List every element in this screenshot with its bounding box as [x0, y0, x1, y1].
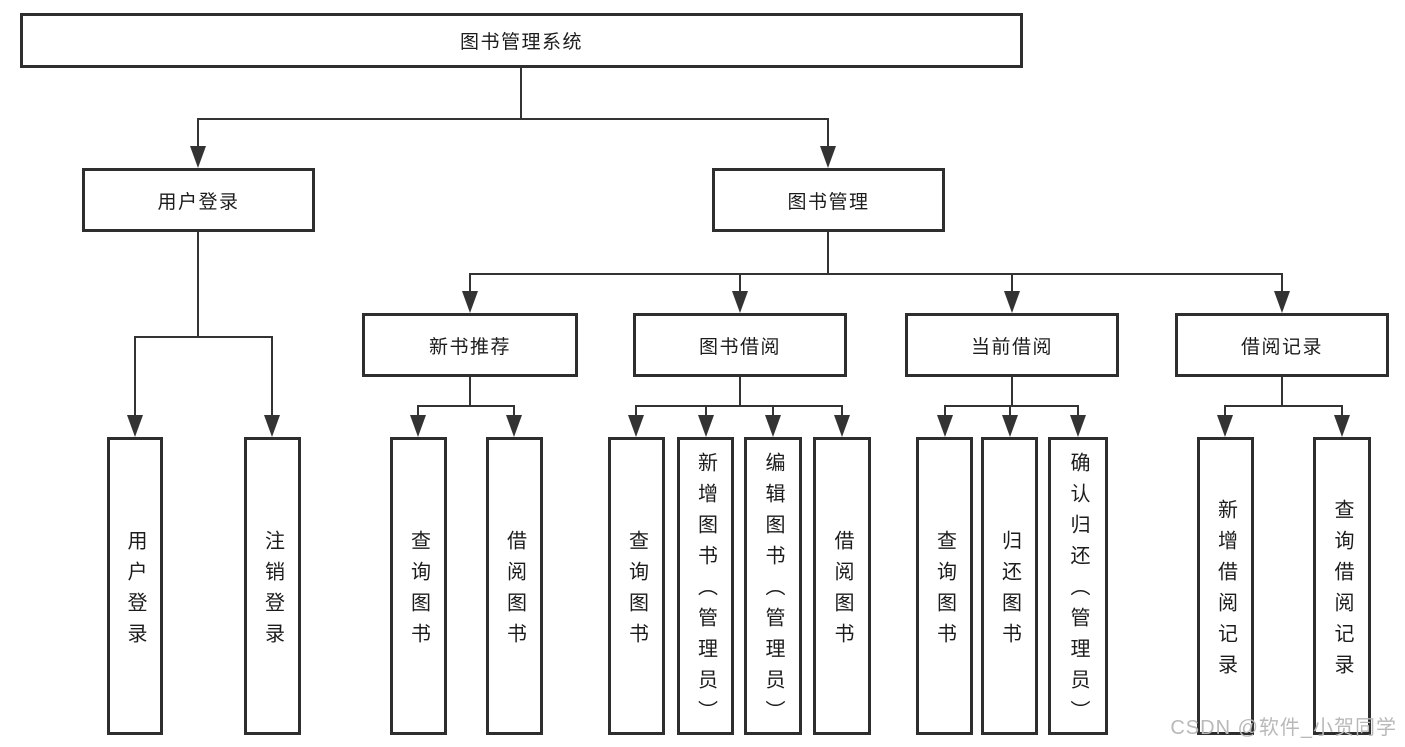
connector-arrowhead [1334, 415, 1350, 437]
node-label-leaf-borrow-book-1: 借阅图书 [503, 529, 526, 654]
node-label-current-borrow: 当前借阅 [970, 336, 1053, 358]
node-label-leaf-return-book: 归还图书 [998, 529, 1021, 654]
connector-stub [1281, 377, 1283, 407]
node-leaf-user-login: 用户登录 [107, 437, 163, 735]
connector-shaft [1009, 405, 1011, 421]
node-label-new-book-rec: 新书推荐 [428, 336, 511, 358]
connector-stub [1011, 377, 1013, 407]
node-label-leaf-confirm-return: 确认归还（管理员） [1067, 452, 1089, 731]
connector-arrowhead [820, 146, 836, 168]
connector-shaft [841, 405, 843, 421]
connector-stub [469, 377, 471, 407]
connector-arrowhead [410, 415, 426, 437]
node-leaf-return-book: 归还图书 [981, 437, 1038, 735]
node-label-book-borrow: 图书借阅 [698, 336, 781, 358]
connector-bar [197, 118, 829, 120]
connector-bar [944, 405, 1079, 407]
connector-shaft [469, 273, 471, 297]
node-label-root: 图书管理系统 [459, 32, 583, 53]
connector-shaft [271, 336, 273, 421]
node-label-borrow-records: 借阅记录 [1240, 336, 1323, 358]
connector-stub [520, 68, 522, 120]
connector-shaft [513, 405, 515, 421]
node-leaf-confirm-return: 确认归还（管理员） [1048, 437, 1108, 735]
connector-bar [635, 405, 843, 407]
connector-shaft [635, 405, 637, 421]
connector-stub [739, 377, 741, 407]
node-user-login: 用户登录 [82, 168, 315, 232]
connector-arrowhead [264, 415, 280, 437]
node-label-leaf-query-book-1: 查询图书 [407, 529, 430, 654]
connector-bar [469, 273, 1283, 275]
node-leaf-add-book: 新增图书（管理员） [677, 437, 734, 735]
connector-shaft [1281, 273, 1283, 297]
connector-arrowhead [462, 291, 478, 313]
node-label-leaf-edit-book: 编辑图书（管理员） [762, 452, 784, 731]
node-book-mgmt: 图书管理 [712, 168, 945, 232]
node-leaf-borrow-book-2: 借阅图书 [813, 437, 871, 735]
connector-shaft [1224, 405, 1226, 421]
node-current-borrow: 当前借阅 [905, 313, 1119, 377]
node-leaf-query-book-3: 查询图书 [916, 437, 973, 735]
node-leaf-query-book-1: 查询图书 [390, 437, 447, 735]
connector-arrowhead [628, 415, 644, 437]
connector-bar [134, 336, 273, 338]
node-label-user-login: 用户登录 [157, 191, 240, 213]
connector-bar [417, 405, 515, 407]
connector-shaft [772, 405, 774, 421]
connector-arrowhead [190, 146, 206, 168]
connector-arrowhead [1004, 291, 1020, 313]
connector-arrowhead [698, 415, 714, 437]
node-leaf-logout: 注销登录 [244, 437, 301, 735]
connector-arrowhead [1070, 415, 1086, 437]
connector-arrowhead [127, 415, 143, 437]
connector-shaft [739, 273, 741, 297]
node-label-leaf-query-book-2: 查询图书 [625, 529, 648, 654]
node-label-book-mgmt: 图书管理 [787, 191, 870, 213]
connector-shaft [1077, 405, 1079, 421]
connector-stub [827, 232, 829, 275]
connector-arrowhead [1002, 415, 1018, 437]
node-label-leaf-query-borrow-rec: 查询借阅记录 [1331, 498, 1353, 685]
connector-arrowhead [1274, 291, 1290, 313]
connector-shaft [417, 405, 419, 421]
connector-shaft [705, 405, 707, 421]
connector-bar [1224, 405, 1343, 407]
connector-stub [197, 232, 199, 338]
node-label-leaf-query-book-3: 查询图书 [933, 529, 956, 654]
node-label-leaf-add-borrow-rec: 新增借阅记录 [1214, 498, 1237, 685]
connector-arrowhead [732, 291, 748, 313]
node-new-book-rec: 新书推荐 [362, 313, 578, 377]
connector-shaft [944, 405, 946, 421]
connector-arrowhead [765, 415, 781, 437]
node-label-leaf-user-login: 用户登录 [124, 529, 146, 654]
connector-arrowhead [937, 415, 953, 437]
node-leaf-query-book-2: 查询图书 [608, 437, 665, 735]
node-label-leaf-add-book: 新增图书（管理员） [694, 452, 717, 731]
csdn-watermark: CSDN @软件_小贺同学 [1170, 717, 1397, 739]
connector-arrowhead [506, 415, 522, 437]
connector-shaft [134, 336, 136, 421]
node-borrow-records: 借阅记录 [1175, 313, 1389, 377]
node-label-leaf-logout: 注销登录 [261, 529, 284, 654]
connector-shaft [1011, 273, 1013, 297]
node-leaf-borrow-book-1: 借阅图书 [486, 437, 543, 735]
connector-arrowhead [1217, 415, 1233, 437]
node-label-leaf-borrow-book-2: 借阅图书 [831, 529, 853, 654]
node-leaf-query-borrow-rec: 查询借阅记录 [1313, 437, 1371, 735]
connector-arrowhead [834, 415, 850, 437]
node-book-borrow: 图书借阅 [633, 313, 847, 377]
node-root: 图书管理系统 [20, 13, 1023, 68]
connector-shaft [1341, 405, 1343, 421]
connector-shaft [827, 118, 829, 152]
node-leaf-add-borrow-rec: 新增借阅记录 [1197, 437, 1254, 735]
node-leaf-edit-book: 编辑图书（管理员） [744, 437, 802, 735]
connector-shaft [197, 118, 199, 152]
